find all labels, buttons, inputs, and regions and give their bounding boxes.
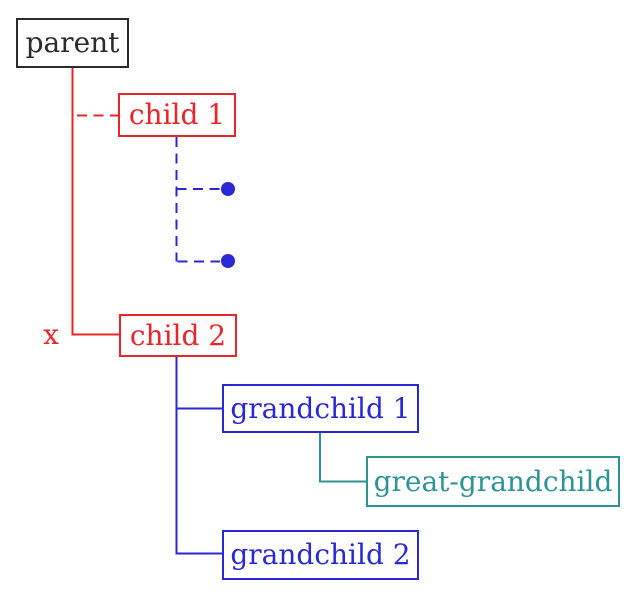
- node-great-grandchild: great-grandchild: [366, 456, 620, 507]
- node-grandchild-2: grandchild 2: [222, 530, 419, 580]
- edge-child2-grandchild2: [175, 357, 222, 555]
- node-child-2: child 2: [119, 314, 237, 357]
- node-grandchild-1-label: grandchild 1: [230, 391, 411, 425]
- edge-grandchild1-greatgrandchild: [319, 433, 366, 483]
- placeholder-dot-2: [221, 254, 235, 268]
- node-parent: parent: [16, 18, 129, 68]
- node-child-1-label: child 1: [128, 98, 226, 131]
- node-grandchild-1: grandchild 1: [222, 384, 419, 433]
- node-parent-label: parent: [25, 26, 120, 59]
- node-grandchild-2-label: grandchild 2: [230, 538, 411, 571]
- placeholder-dot-1: [221, 182, 235, 196]
- edge-label-x: x: [43, 318, 59, 351]
- node-child-2-label: child 2: [129, 318, 227, 352]
- node-child-1: child 1: [118, 93, 236, 137]
- edge-parent-child2: [71, 68, 119, 336]
- node-great-grandchild-label: great-grandchild: [373, 464, 613, 498]
